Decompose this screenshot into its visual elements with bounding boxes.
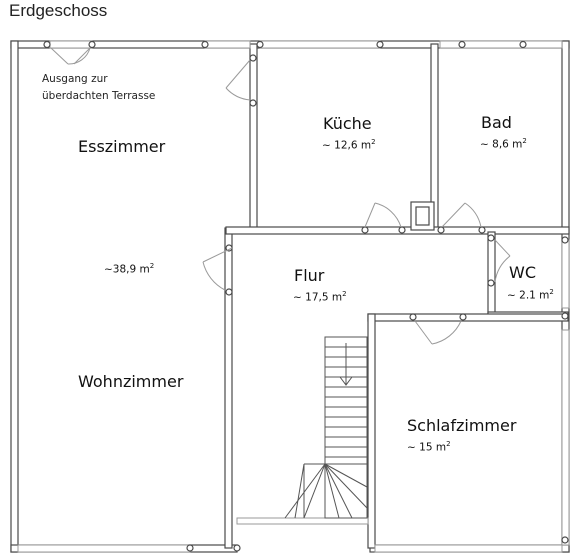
door-kitchen-hall: [364, 202, 402, 228]
room-name-wc: WC: [509, 263, 536, 282]
stair-arrow-icon: [339, 343, 353, 386]
wall-bedroom-top: [367, 313, 569, 322]
wall-bedroom-left: [367, 313, 376, 549]
room-area-bad: ~ 8,6 m2: [480, 137, 527, 151]
room-name-wohnzimmer: Wohnzimmer: [78, 372, 184, 391]
stair-treads: [325, 346, 367, 465]
window-wc-right: [561, 239, 570, 309]
terrace-exit-line1: Ausgang zur: [42, 73, 108, 85]
window-living-bottom: [17, 544, 191, 553]
page-title: Erdgeschoss: [9, 1, 108, 20]
doors: [50, 47, 511, 345]
room-area-wohnen: ~38,9 m2: [104, 262, 155, 276]
room-name-schlafzimmer: Schlafzimmer: [407, 416, 517, 435]
staircase: [284, 336, 368, 519]
window-bath-top: [439, 40, 563, 49]
room-name-bad: Bad: [481, 113, 512, 132]
window-bedroom-right: [561, 329, 570, 546]
terrace-exit-note: Ausgang zur überdachten Terrasse: [42, 71, 155, 105]
door-bath-hall: [441, 202, 482, 228]
door-kitchen-dining: [225, 59, 251, 101]
door-living-hall: [202, 247, 233, 291]
room-area-wc: ~ 2.1 m2: [507, 288, 554, 302]
wall-joints: [43, 40, 569, 552]
wall-living-right-upper: [249, 43, 258, 233]
door-terrace: [50, 47, 91, 65]
room-area-schlafzimmer: ~ 15 m2: [407, 440, 451, 454]
window-terrace-door: [49, 40, 93, 49]
window-hall-bottom: [236, 517, 369, 525]
door-bedroom: [414, 320, 462, 345]
windows: [17, 40, 570, 553]
wall-wc-left: [487, 231, 496, 318]
room-name-kueche: Küche: [323, 114, 372, 133]
room-area-flur: ~ 17,5 m2: [293, 290, 347, 304]
stair-winders: [284, 463, 368, 519]
wall-living-right-lower: [224, 227, 233, 549]
window-bedroom-bottom: [374, 544, 563, 553]
window-dining-top: [204, 40, 251, 49]
shaft-inner: [415, 206, 430, 226]
terrace-exit-line2: überdachten Terrasse: [42, 90, 156, 102]
window-kitchen-top: [259, 40, 381, 49]
door-wc: [494, 239, 511, 283]
room-name-flur: Flur: [294, 266, 325, 285]
wall-left: [10, 40, 19, 553]
wall-hall-top: [225, 226, 570, 235]
room-name-esszimmer: Esszimmer: [78, 137, 166, 156]
room-area-kueche: ~ 12,6 m2: [322, 138, 376, 152]
